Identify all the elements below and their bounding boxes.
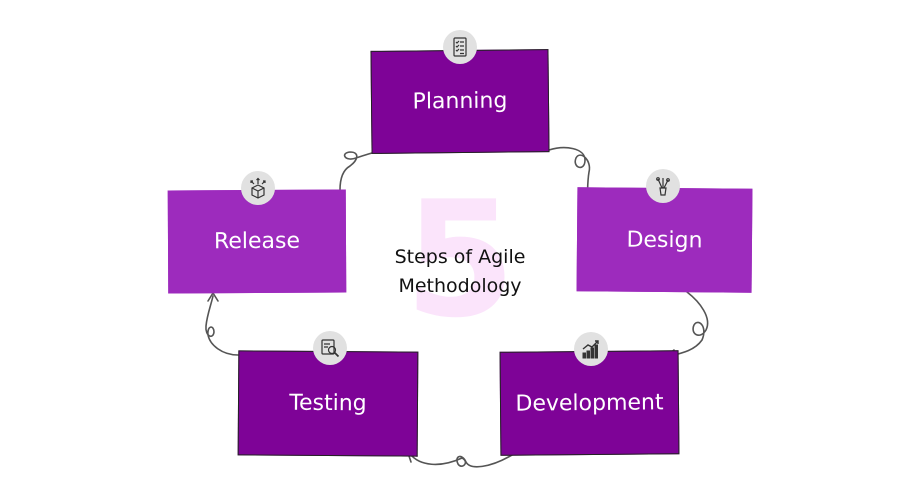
center-title: Steps of Agile Methodology [360, 243, 560, 301]
step-label-development: Development [515, 389, 664, 417]
connector-design-development [669, 291, 709, 357]
checklist-icon [443, 30, 477, 64]
step-label-design: Design [626, 227, 703, 253]
inspection-magnifier-icon [313, 331, 347, 365]
growth-chart-icon [574, 332, 608, 366]
step-box-release: Release [167, 189, 347, 294]
step-box-planning: Planning [370, 49, 550, 154]
step-box-development: Development [499, 350, 680, 456]
center-title-line-1: Steps of Agile [394, 246, 526, 268]
connector-development-testing [409, 453, 513, 468]
connector-testing-release [205, 295, 239, 356]
package-box-icon [241, 171, 275, 205]
connector-planning-design [548, 146, 591, 201]
brush-pot-icon [646, 169, 680, 203]
center-title-line-2: Methodology [398, 275, 522, 297]
connector-release-planning [339, 148, 389, 191]
center-number-watermark: 5 [404, 166, 516, 353]
step-box-design: Design [576, 187, 753, 293]
step-label-testing: Testing [289, 390, 367, 417]
step-label-planning: Planning [412, 88, 508, 115]
step-label-release: Release [213, 228, 301, 255]
step-box-testing: Testing [237, 350, 419, 457]
